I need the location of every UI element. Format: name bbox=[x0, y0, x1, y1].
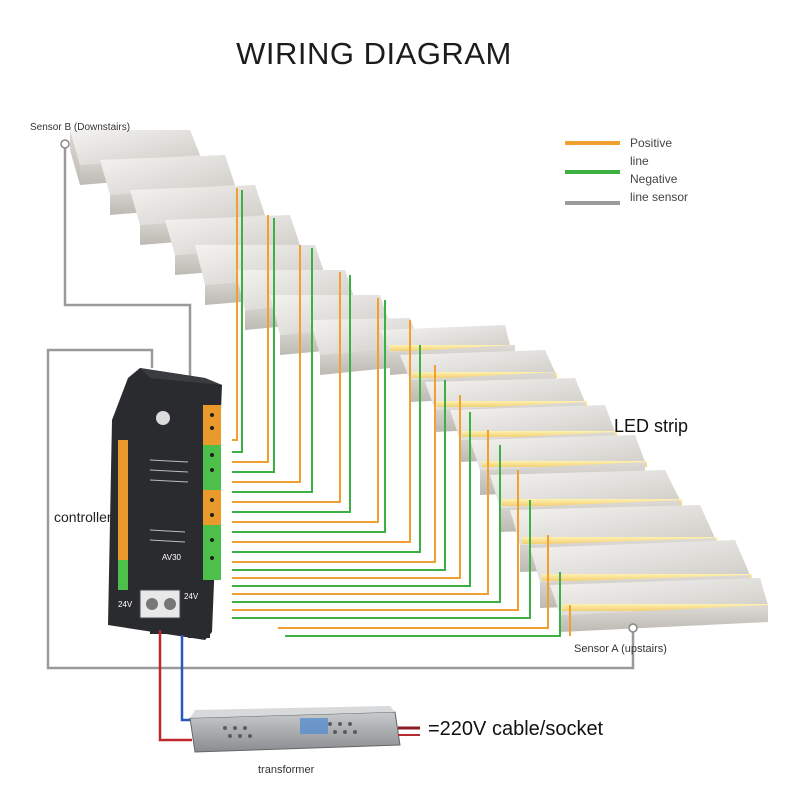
negative-line bbox=[232, 218, 275, 473]
power-wire-positive bbox=[158, 630, 192, 742]
sensor-wiring bbox=[46, 145, 635, 670]
power-source-label: =220V cable/socket bbox=[428, 718, 604, 740]
positive-line bbox=[278, 535, 549, 629]
negative-line bbox=[232, 275, 351, 513]
positive-line bbox=[232, 470, 519, 611]
legend-line-3: Negative bbox=[630, 172, 678, 186]
negative-line bbox=[285, 572, 561, 637]
transformer-unit bbox=[189, 706, 401, 753]
negative-line bbox=[232, 500, 531, 619]
positive-line bbox=[232, 298, 379, 523]
sensor-a-icon bbox=[628, 623, 638, 633]
transformer-label: transformer bbox=[258, 764, 315, 776]
controller-input-right-label: 24V bbox=[184, 592, 199, 601]
controller-model-label: AV30 bbox=[162, 553, 181, 562]
positive-line bbox=[232, 395, 461, 579]
positive-line bbox=[232, 320, 411, 543]
positive-line bbox=[232, 430, 489, 595]
positive-line bbox=[232, 272, 341, 503]
power-wire-negative bbox=[180, 635, 195, 722]
sensor-a-line bbox=[46, 348, 635, 670]
diagram-title: WIRING DIAGRAM bbox=[236, 36, 512, 71]
positive-line bbox=[232, 215, 269, 463]
legend-text: Positive line Negative line sensor bbox=[630, 134, 688, 206]
negative-line bbox=[232, 412, 471, 587]
legend-line-4: line sensor bbox=[630, 190, 689, 204]
led-wiring bbox=[232, 188, 571, 637]
sensor-b-line bbox=[63, 145, 192, 385]
negative-line bbox=[232, 345, 421, 553]
controller-input-left-label: 24V bbox=[118, 600, 133, 609]
led-strip-label: LED strip bbox=[614, 416, 689, 436]
staircase bbox=[70, 130, 768, 632]
negative-line bbox=[232, 248, 313, 493]
negative-line bbox=[232, 380, 446, 571]
sensor-b-label: Sensor B (Downstairs) bbox=[30, 122, 131, 133]
negative-line bbox=[232, 445, 501, 603]
sensor-b-icon bbox=[60, 139, 70, 149]
controller-label: controller bbox=[54, 509, 112, 525]
sensor-a-label: Sensor A (upstairs) bbox=[574, 643, 667, 655]
negative-line bbox=[232, 300, 386, 533]
legend bbox=[565, 141, 620, 205]
legend-line-1: Positive bbox=[630, 136, 673, 150]
controller-box bbox=[108, 368, 222, 640]
legend-line-2: line bbox=[630, 154, 649, 168]
positive-line bbox=[232, 245, 301, 483]
negative-line bbox=[232, 190, 243, 453]
sensor-port-icon bbox=[156, 411, 170, 425]
positive-line bbox=[232, 365, 436, 563]
positive-line bbox=[232, 188, 238, 441]
stair-step bbox=[550, 578, 768, 632]
